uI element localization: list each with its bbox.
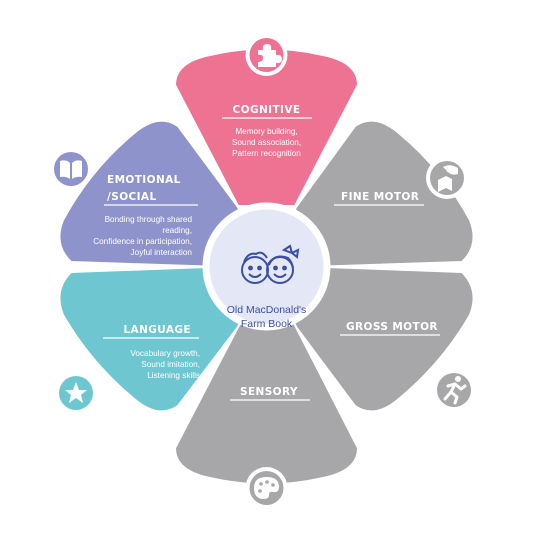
running-person-icon [433, 369, 475, 411]
sensory-title: SENSORY [240, 386, 298, 398]
open-book-icon [50, 148, 92, 190]
language-line-3: Listening skills [147, 371, 200, 380]
emotional-line-3: Confidence in participation, [93, 237, 192, 246]
cognitive-line-3: Pattern recognition [232, 149, 301, 158]
emotional-line-2: reading, [162, 226, 192, 235]
cognitive-line-1: Memory building, [235, 127, 297, 136]
puzzle-piece-icon [245, 34, 288, 76]
kids-faces-icon [241, 244, 300, 284]
language-line-2: Sound imitation, [141, 360, 200, 369]
fine-motor-title: FINE MOTOR [341, 191, 419, 203]
gross-motor-title: GROSS MOTOR [346, 321, 438, 333]
emotional-line-4: Joyful interaction [131, 248, 193, 257]
emotional-title-line2: /SOCIAL [107, 191, 157, 203]
emotional-line-1: Bonding through shared [105, 215, 193, 224]
paint-palette-icon [245, 467, 288, 509]
center-title-line2: Farm Book [241, 318, 293, 330]
star-icon [55, 372, 97, 414]
language-title: LANGUAGE [123, 324, 191, 336]
center-title-line1: Old MacDonald's [227, 304, 307, 316]
language-line-1: Vocabulary growth, [130, 349, 200, 358]
hand-block-icon [426, 157, 468, 199]
cognitive-title: COGNITIVE [233, 104, 301, 116]
emotional-title-line1: EMOTIONAL [107, 174, 181, 186]
cognitive-line-2: Sound association, [232, 138, 301, 147]
